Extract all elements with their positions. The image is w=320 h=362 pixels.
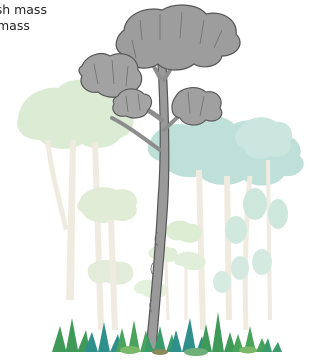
legend-fresh-mass-label: esh mass: [0, 2, 47, 17]
legend-mass-label: mass: [0, 18, 30, 33]
